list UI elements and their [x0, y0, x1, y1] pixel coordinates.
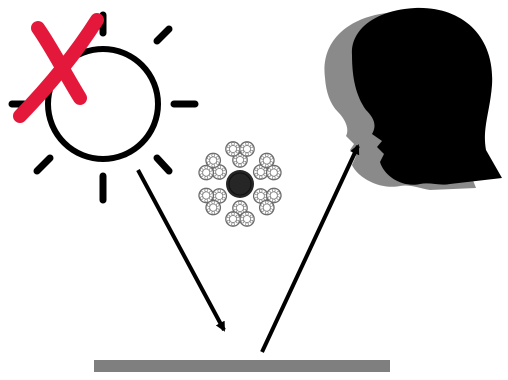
molecule-icon — [196, 142, 283, 226]
reflective-surface — [94, 360, 390, 372]
